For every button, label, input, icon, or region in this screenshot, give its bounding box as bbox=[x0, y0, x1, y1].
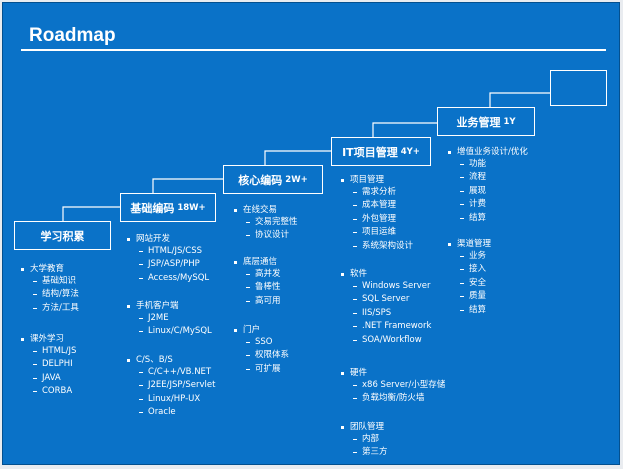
group-title: 底层通信 bbox=[234, 256, 281, 268]
group: 在线交易 交易完整性 协议设计 bbox=[234, 204, 298, 243]
group-item: 高可用 bbox=[234, 295, 281, 308]
group-item: Linux/C/MySQL bbox=[127, 325, 212, 338]
title-underline bbox=[21, 49, 606, 51]
group-item: 安全 bbox=[448, 277, 491, 290]
group-title: 网站开发 bbox=[127, 233, 209, 245]
group-item: 基础知识 bbox=[21, 275, 79, 288]
group-item: Windows Server bbox=[341, 280, 431, 293]
group-item: Access/MySQL bbox=[127, 272, 209, 285]
group-item: 高并发 bbox=[234, 268, 281, 281]
stage-name: IT项目管理 bbox=[342, 145, 398, 159]
group: 项目管理 需求分析 成本管理 外包管理 项目运维 系统架构设计 bbox=[341, 174, 413, 253]
group-item: J2EE/JSP/Servlet bbox=[127, 379, 216, 392]
group-item: 结算 bbox=[448, 304, 491, 317]
group: 网站开发 HTML/JS/CSS JSP/ASP/PHP Access/MySQ… bbox=[127, 233, 209, 285]
group: C/S、B/S C/C++/VB.NET J2EE/JSP/Servlet Li… bbox=[127, 354, 216, 420]
stage-box-learning: 学习积累 bbox=[14, 221, 111, 250]
group-title: 团队管理 bbox=[341, 421, 388, 433]
stage-box-core-coding: 核心编码 2W+ bbox=[223, 165, 323, 194]
stage-box-basic-coding: 基础编码 18W+ bbox=[120, 193, 216, 222]
group-item: 鲁棒性 bbox=[234, 281, 281, 294]
group-item: 交易完整性 bbox=[234, 216, 298, 229]
stage-name: 业务管理 bbox=[456, 115, 501, 129]
group-item: Linux/HP-UX bbox=[127, 393, 216, 406]
group-item: 方法/工具 bbox=[21, 302, 79, 315]
group: 团队管理 内部 第三方 bbox=[341, 421, 388, 460]
stage-box-business-mgmt: 业务管理 1Y bbox=[437, 107, 535, 136]
stage-salary: 4Y+ bbox=[400, 146, 420, 157]
group-title: C/S、B/S bbox=[127, 354, 216, 366]
group-title: 硬件 bbox=[341, 367, 445, 379]
group-item: IIS/SPS bbox=[341, 307, 431, 320]
slide-title: Roadmap bbox=[29, 25, 116, 46]
group-item: JAVA bbox=[21, 372, 76, 385]
group-item: SQL Server bbox=[341, 293, 431, 306]
group-item: 第三方 bbox=[341, 446, 388, 459]
group-item: 接入 bbox=[448, 263, 491, 276]
group-item: 成本管理 bbox=[341, 199, 413, 212]
group-title: 渠道管理 bbox=[448, 238, 491, 250]
group-title: 课外学习 bbox=[21, 333, 76, 345]
group-item: SSO bbox=[234, 336, 289, 349]
roadmap-slide: Roadmap 学习积累 基础编码 18W+ 核心编码 2W+ IT项目管理 4… bbox=[2, 2, 620, 465]
group-title: 项目管理 bbox=[341, 174, 413, 186]
group-item: 项目运维 bbox=[341, 226, 413, 239]
stage-box-it-pm: IT项目管理 4Y+ bbox=[331, 137, 431, 166]
group-item: CORBA bbox=[21, 385, 76, 398]
group-item: 负载均衡/防火墙 bbox=[341, 392, 445, 405]
group: 渠道管理 业务 接入 安全 质量 结算 bbox=[448, 238, 491, 317]
group: 手机客户端 J2ME Linux/C/MySQL bbox=[127, 300, 212, 339]
group-title: 软件 bbox=[341, 268, 431, 280]
group-item: 结构/算法 bbox=[21, 288, 79, 301]
group-item: 需求分析 bbox=[341, 186, 413, 199]
group-item: 质量 bbox=[448, 290, 491, 303]
group-title: 大学教育 bbox=[21, 263, 79, 275]
group-item: .NET Framework bbox=[341, 320, 431, 333]
group: 大学教育 基础知识 结构/算法 方法/工具 bbox=[21, 263, 79, 315]
group-item: 外包管理 bbox=[341, 213, 413, 226]
stage-salary: 18W+ bbox=[177, 202, 206, 213]
group-item: 功能 bbox=[448, 158, 528, 171]
group-item: JSP/ASP/PHP bbox=[127, 258, 209, 271]
group: 增值业务设计/优化 功能 流程 展现 计费 结算 bbox=[448, 146, 528, 225]
stage-name: 核心编码 bbox=[238, 173, 283, 187]
group-item: x86 Server/小型存储 bbox=[341, 379, 445, 392]
group-item: DELPHI bbox=[21, 358, 76, 371]
group: 课外学习 HTML/JS DELPHI JAVA CORBA bbox=[21, 333, 76, 399]
stage-name: 学习积累 bbox=[40, 229, 85, 243]
group-item: 计费 bbox=[448, 198, 528, 211]
group-item: 系统架构设计 bbox=[341, 240, 413, 253]
group-title: 门户 bbox=[234, 324, 289, 336]
group: 软件 Windows Server SQL Server IIS/SPS .NE… bbox=[341, 268, 431, 347]
stage-box-next-empty bbox=[550, 70, 607, 106]
group-title: 手机客户端 bbox=[127, 300, 212, 312]
stage-salary: 2W+ bbox=[285, 174, 308, 185]
group-item: C/C++/VB.NET bbox=[127, 366, 216, 379]
group-item: 内部 bbox=[341, 433, 388, 446]
group: 硬件 x86 Server/小型存储 负载均衡/防火墙 bbox=[341, 367, 445, 406]
group-item: 结算 bbox=[448, 212, 528, 225]
group-item: 展现 bbox=[448, 185, 528, 198]
stage-salary: 1Y bbox=[503, 116, 516, 127]
group-title: 在线交易 bbox=[234, 204, 298, 216]
group-item: HTML/JS bbox=[21, 345, 76, 358]
group-item: 流程 bbox=[448, 171, 528, 184]
group-item: SOA/Workflow bbox=[341, 334, 431, 347]
group-item: HTML/JS/CSS bbox=[127, 245, 209, 258]
group-item: 可扩展 bbox=[234, 363, 289, 376]
group-title: 增值业务设计/优化 bbox=[448, 146, 528, 158]
group: 底层通信 高并发 鲁棒性 高可用 bbox=[234, 256, 281, 308]
group: 门户 SSO 权限体系 可扩展 bbox=[234, 324, 289, 376]
group-item: 协议设计 bbox=[234, 229, 298, 242]
group-item: J2ME bbox=[127, 312, 212, 325]
group-item: Oracle bbox=[127, 406, 216, 419]
group-item: 权限体系 bbox=[234, 349, 289, 362]
group-item: 业务 bbox=[448, 250, 491, 263]
staircase-connectors bbox=[62, 92, 550, 221]
stage-name: 基础编码 bbox=[130, 201, 175, 215]
